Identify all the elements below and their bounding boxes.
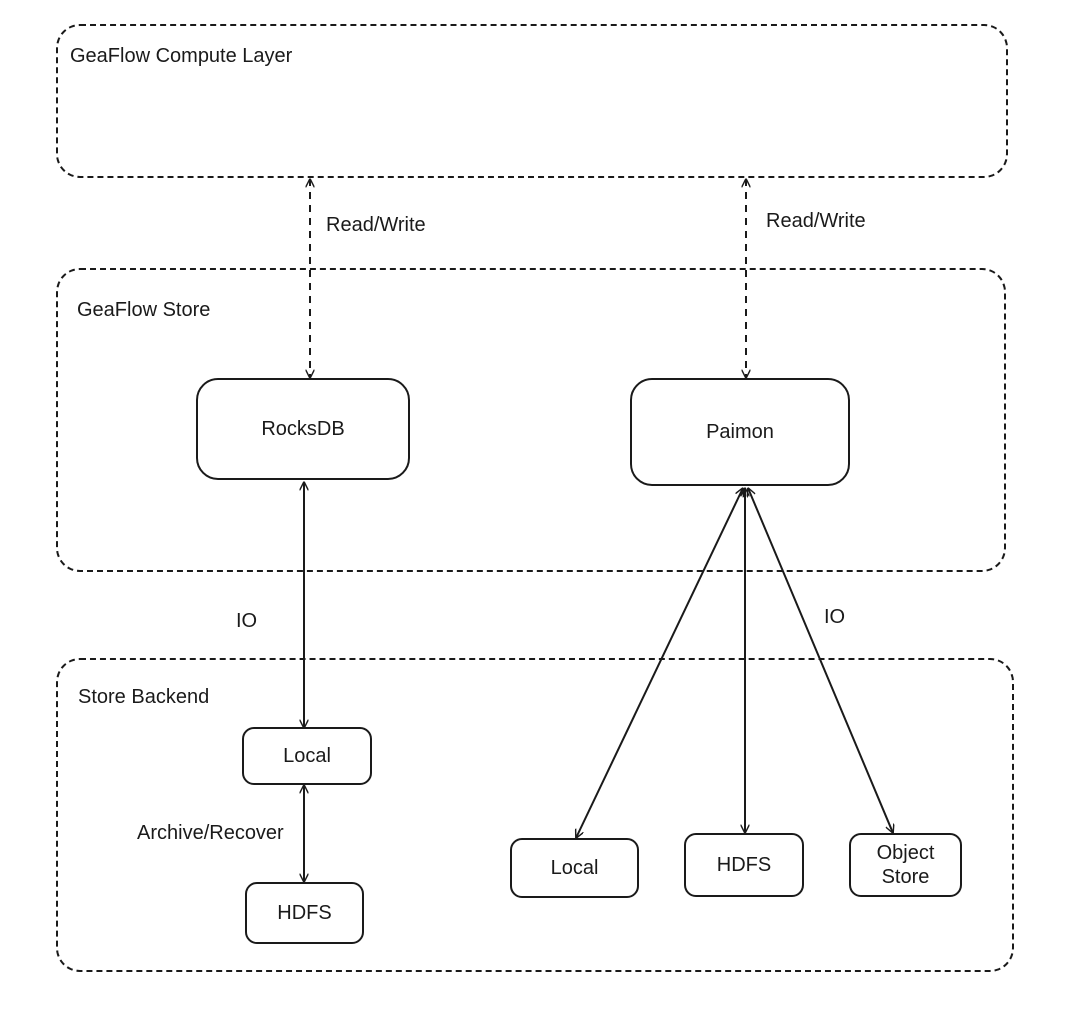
compute-layer-container: GeaFlow Compute Layer <box>56 24 1008 178</box>
rocksdb-hdfs-node: HDFS <box>245 882 364 944</box>
paimon-io-label: IO <box>824 606 846 628</box>
paimon-node: Paimon <box>630 378 850 486</box>
backend-title: Store Backend <box>78 686 210 708</box>
rocksdb-readwrite-label: Read/Write <box>326 214 426 236</box>
object-store-node: Object Store <box>849 833 962 897</box>
paimon-readwrite-label: Read/Write <box>766 210 866 232</box>
compute-layer-title: GeaFlow Compute Layer <box>70 45 293 67</box>
rocksdb-local-node: Local <box>242 727 372 785</box>
paimon-local-node: Local <box>510 838 639 898</box>
rocksdb-node: RocksDB <box>196 378 410 480</box>
paimon-objectstore-io-edge <box>748 488 893 833</box>
rocksdb-io-label: IO <box>236 610 258 632</box>
store-container: GeaFlow Store <box>56 268 1006 572</box>
store-title: GeaFlow Store <box>77 299 211 321</box>
archive-recover-label: Archive/Recover <box>137 822 284 844</box>
paimon-hdfs-node: HDFS <box>684 833 804 897</box>
backend-container: Store Backend <box>56 658 1014 972</box>
paimon-local-io-edge <box>576 488 743 838</box>
